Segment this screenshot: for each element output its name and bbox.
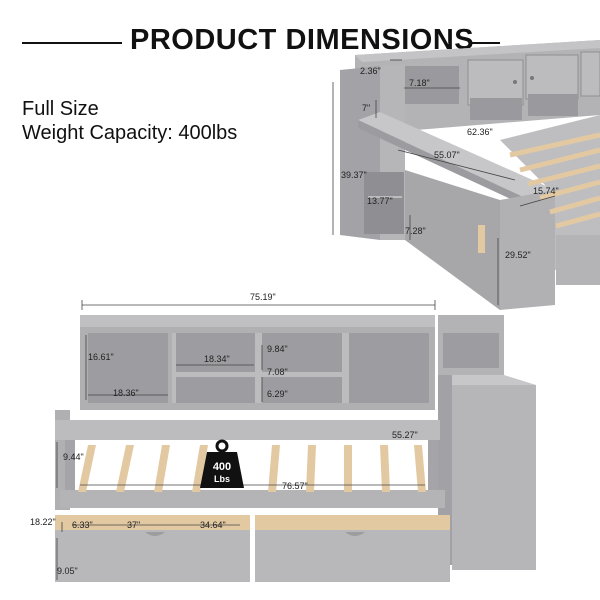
weight-value: 400	[212, 461, 232, 473]
title-rule-left	[22, 42, 122, 44]
weight-capacity-label: Weight Capacity: 400lbs	[22, 122, 238, 144]
weight-unit: Lbs	[213, 474, 230, 484]
dim-cabinet-length: 55.27"	[392, 430, 418, 440]
dim-shelf-width-mid: 18.34"	[204, 354, 230, 364]
dim-compartment-depth: 7.18"	[409, 78, 430, 88]
dim-desk-depth: 15.74"	[533, 186, 559, 196]
dim-shelf-gap: 7"	[362, 103, 371, 113]
dim-shelf-height-lower: 6.29"	[267, 389, 288, 399]
dim-shelf-width-left: 18.36"	[113, 388, 139, 398]
dim-overall-width: 75.19"	[250, 292, 276, 302]
dim-shelf-gap-mid: 7.08"	[267, 367, 288, 377]
dim-shelf-width: 2.36"	[360, 66, 381, 76]
dim-total-height: 39.37"	[341, 170, 367, 180]
title-banner: PRODUCT DIMENSIONS	[0, 18, 600, 66]
dim-slat-length: 76.57"	[282, 481, 308, 491]
dim-drawer-rail-height: 18.22"	[30, 517, 56, 527]
dim-shelf-height-upper: 9.84"	[267, 344, 288, 354]
dim-drawer-depth: 37"	[127, 520, 141, 530]
page-title: PRODUCT DIMENSIONS	[130, 24, 475, 56]
dim-drawer-height: 9.05"	[57, 566, 78, 576]
dim-drawer-width: 34.64"	[200, 520, 226, 530]
weight-icon: 400 Lbs	[199, 438, 245, 490]
size-label: Full Size	[22, 98, 99, 120]
dim-headboard-height: 16.61"	[88, 352, 114, 362]
dim-desk-height: 29.52"	[505, 250, 531, 260]
dim-drawer-offset: 6.33"	[72, 520, 93, 530]
dim-headboard-width: 62.36"	[467, 127, 493, 137]
dim-side-height: 9.44"	[63, 452, 84, 462]
title-rule-right	[470, 42, 500, 44]
dim-cubby-height: 13.77"	[367, 196, 393, 206]
dim-desk-length: 55.07"	[434, 150, 460, 160]
dim-cubby-width: 7.28"	[405, 226, 426, 236]
